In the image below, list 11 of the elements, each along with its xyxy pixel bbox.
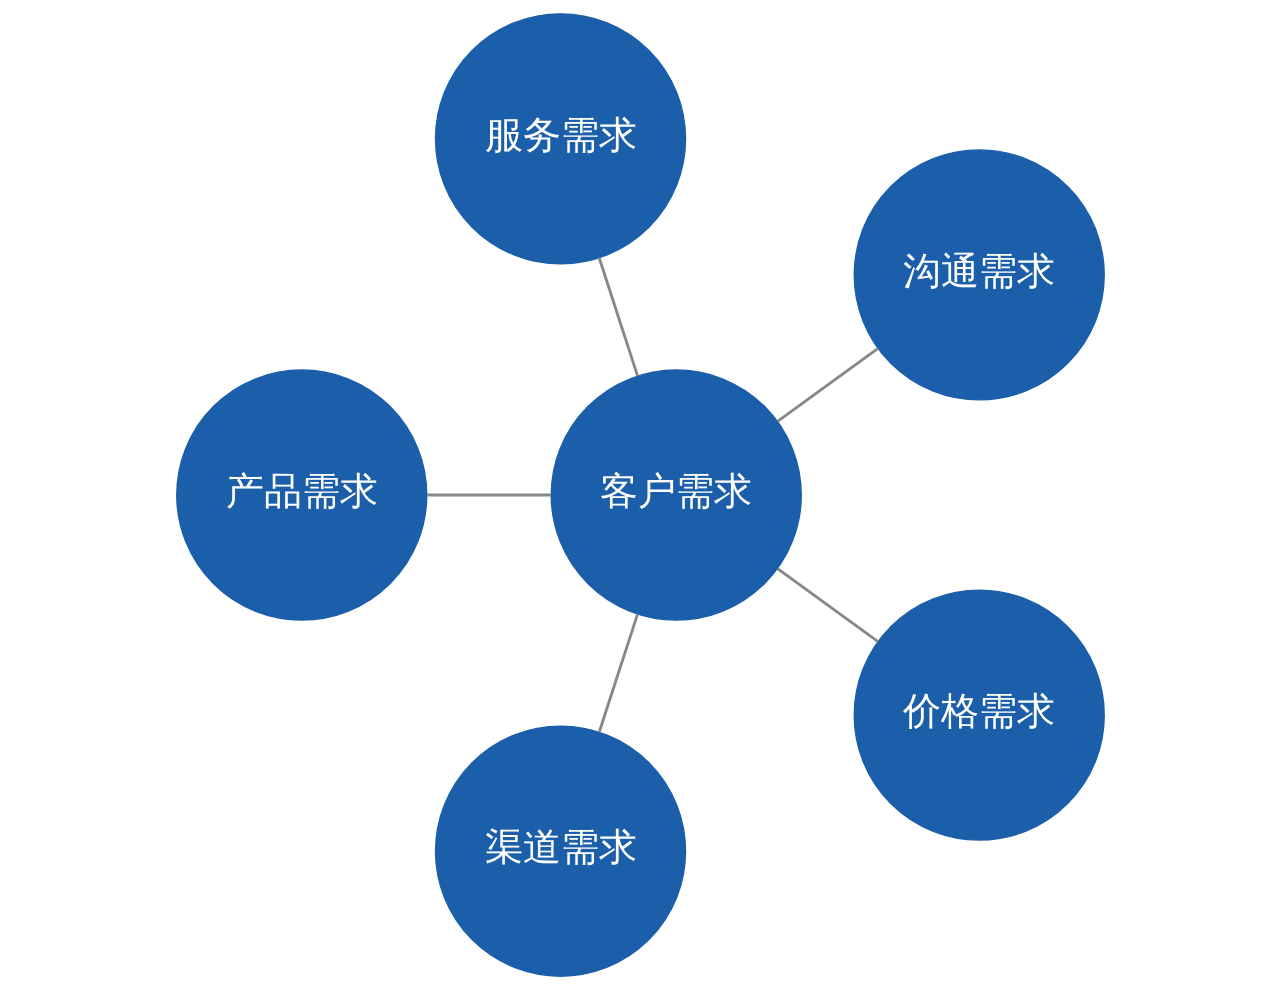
node-circle: 服务需求 (434, 13, 686, 265)
connector (776, 567, 879, 643)
node-circle: 产品需求 (175, 369, 427, 621)
node-circle: 价格需求 (853, 589, 1105, 841)
node-circle: 客户需求 (550, 369, 802, 621)
node-circle: 沟通需求 (853, 149, 1105, 401)
connector (597, 613, 639, 733)
node-circle: 渠道需求 (434, 725, 686, 977)
connector (597, 257, 639, 377)
connector (426, 493, 551, 497)
connector (776, 347, 879, 423)
